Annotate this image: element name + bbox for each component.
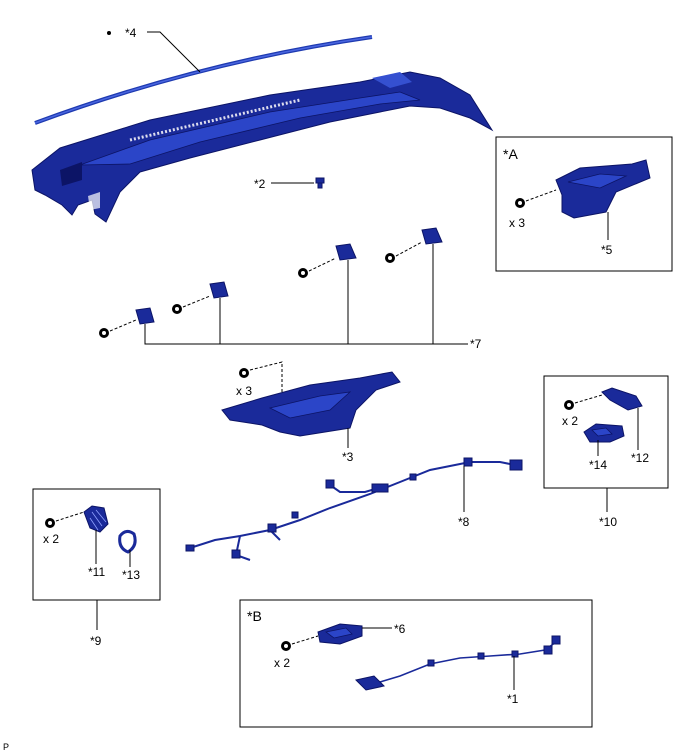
bracket-3: [335, 243, 357, 261]
dash-7c: [308, 257, 337, 272]
part-12: [601, 387, 643, 411]
label-2: *2: [254, 177, 266, 191]
footer-code: P: [3, 742, 9, 752]
instrument-panel: [31, 71, 494, 223]
part-11: [83, 505, 109, 533]
box-b: [239, 599, 593, 728]
dash-3: [249, 361, 283, 400]
part-2-clip: [315, 177, 325, 189]
bracket-4: [421, 227, 443, 245]
part-6: [317, 623, 363, 645]
label-4: *4: [125, 26, 137, 40]
qty-b: x 2: [274, 656, 290, 670]
dash-9: [55, 511, 85, 522]
part-4-seal: [34, 35, 373, 125]
screw-7c: [298, 268, 308, 278]
label-13: *13: [122, 568, 140, 582]
bracket-2: [209, 281, 229, 299]
screw-10: [564, 400, 574, 410]
dash-10: [574, 394, 603, 404]
label-14: *14: [589, 458, 607, 472]
part-14: [583, 423, 625, 443]
label-7: *7: [470, 337, 482, 351]
screw-7d: [385, 253, 395, 263]
part-13: [118, 529, 137, 554]
box-a: [495, 136, 673, 272]
box-10: [543, 375, 669, 489]
bullet-dot: [107, 31, 111, 35]
part-3: [221, 371, 401, 437]
part-1-cable: [355, 635, 561, 691]
label-9: *9: [90, 634, 102, 648]
label-8: *8: [458, 515, 470, 529]
dash-a: [525, 189, 557, 202]
dash-7a: [109, 319, 137, 332]
dash-7b: [182, 295, 211, 308]
leader-4: [147, 31, 201, 73]
label-12: *12: [631, 451, 649, 465]
screw-7a: [99, 328, 109, 338]
group-label-b: *B: [247, 608, 262, 624]
screw-7b: [172, 304, 182, 314]
part-8-harness: [185, 457, 523, 561]
group-label-a: *A: [503, 146, 518, 162]
screw-3: [239, 368, 249, 378]
label-6: *6: [394, 622, 406, 636]
label-10: *10: [599, 515, 617, 529]
dash-7d: [395, 241, 423, 257]
label-1: *1: [507, 692, 519, 706]
part-5: [555, 159, 651, 219]
label-11: *11: [88, 565, 105, 579]
qty-9: x 2: [43, 532, 59, 546]
label-5: *5: [601, 243, 613, 257]
screw-a: [515, 198, 525, 208]
bracket-1: [135, 307, 155, 325]
screw-b: [281, 641, 291, 651]
leader-7: [144, 324, 468, 345]
qty-a: x 3: [509, 216, 525, 230]
qty-center: x 3: [236, 384, 252, 398]
dash-b: [291, 635, 319, 645]
label-3: *3: [342, 450, 354, 464]
qty-10: x 2: [562, 414, 578, 428]
screw-9: [45, 518, 55, 528]
